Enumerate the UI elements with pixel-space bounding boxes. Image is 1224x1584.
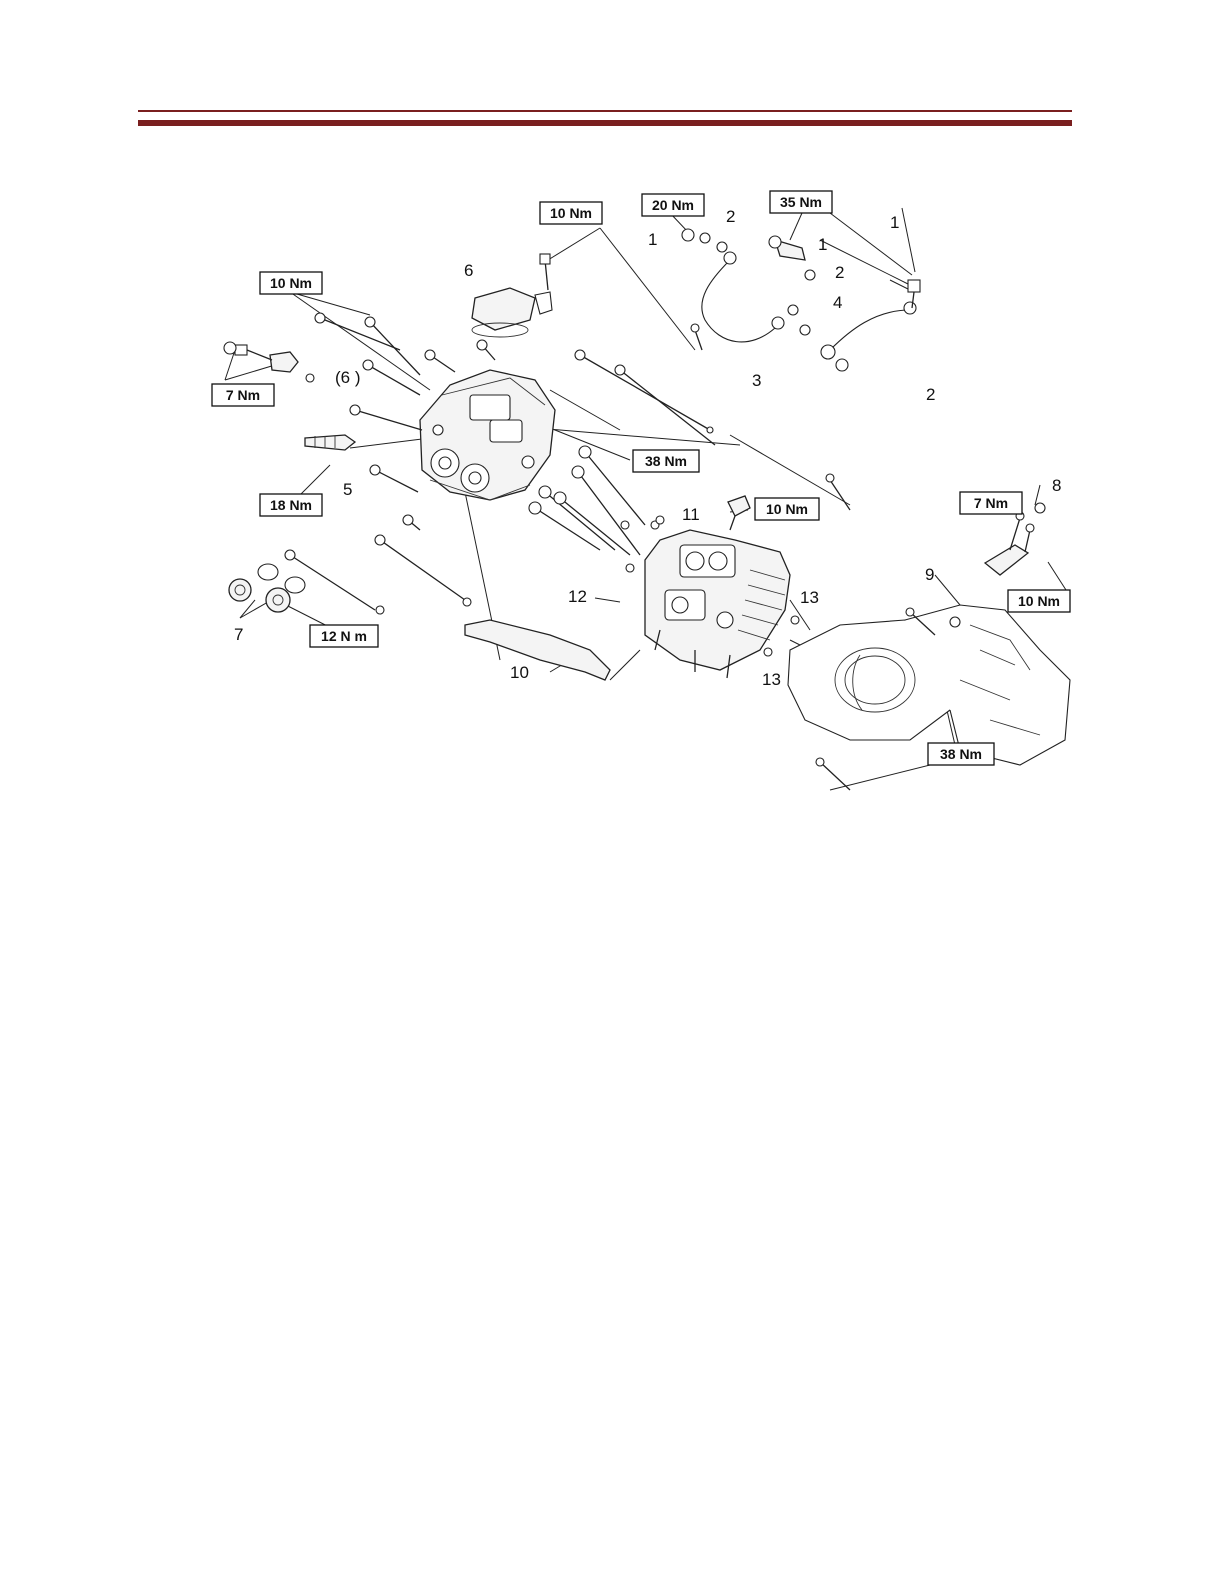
cylinder-block xyxy=(764,605,1070,790)
spark-plug xyxy=(305,435,355,450)
callout-13: 13 xyxy=(800,588,819,607)
torque-text: 7 Nm xyxy=(226,387,260,403)
header-rule-thin xyxy=(138,110,1072,112)
torque-text: 35 Nm xyxy=(780,194,822,210)
torque-label-7nm-left: 7 Nm xyxy=(212,384,274,406)
callout-6-paren: (6 ) xyxy=(335,368,361,387)
torque-text: 10 Nm xyxy=(766,501,808,517)
torque-text: 7 Nm xyxy=(974,495,1008,511)
callout-9: 9 xyxy=(925,565,934,584)
torque-label-10nm-mid: 10 Nm xyxy=(755,498,819,520)
callout-6: 6 xyxy=(464,261,473,280)
callout-1: 1 xyxy=(648,230,657,249)
torque-label-35nm: 35 Nm xyxy=(770,191,832,213)
callout-4: 4 xyxy=(833,293,842,312)
callout-13: 13 xyxy=(762,670,781,689)
torque-label-10nm-left: 10 Nm xyxy=(260,272,322,294)
callout-8: 8 xyxy=(1052,476,1061,495)
torque-text: 10 Nm xyxy=(550,205,592,221)
torque-label-18nm: 18 Nm xyxy=(260,494,322,516)
callout-2: 2 xyxy=(926,385,935,404)
oil-pipes xyxy=(682,229,920,371)
torque-text: 12 N m xyxy=(321,628,367,644)
torque-text: 38 Nm xyxy=(645,453,687,469)
temperature-sensor-front xyxy=(728,496,750,530)
torque-text: 10 Nm xyxy=(270,275,312,291)
torque-label-12nm: 12 N m xyxy=(310,625,378,647)
callout-1: 1 xyxy=(890,213,899,232)
inspection-plugs xyxy=(229,564,305,612)
callout-3: 3 xyxy=(752,371,761,390)
callout-2: 2 xyxy=(726,207,735,226)
torque-text: 20 Nm xyxy=(652,197,694,213)
callout-11: 11 xyxy=(682,505,700,524)
callout-2: 2 xyxy=(835,263,844,282)
callout-1: 1 xyxy=(818,235,827,254)
torque-label-38nm-bottom: 38 Nm xyxy=(928,743,994,765)
header-rule-thick xyxy=(138,120,1072,126)
callout-10: 10 xyxy=(510,663,529,682)
torque-text: 38 Nm xyxy=(940,746,982,762)
torque-text: 10 Nm xyxy=(1018,593,1060,609)
callout-12: 12 xyxy=(568,587,587,606)
torque-label-38nm-mid: 38 Nm xyxy=(633,450,699,472)
rear-cylinder-head xyxy=(420,370,555,500)
valve-cover-plate xyxy=(472,288,552,337)
torque-label-10nm-top: 10 Nm xyxy=(540,202,602,224)
torque-label-10nm-right: 10 Nm xyxy=(1008,590,1070,612)
torque-text: 18 Nm xyxy=(270,497,312,513)
callout-5: 5 xyxy=(343,480,352,499)
torque-label-7nm-right: 7 Nm xyxy=(960,492,1022,514)
torque-label-20nm: 20 Nm xyxy=(642,194,704,216)
callout-7: 7 xyxy=(234,625,243,644)
cylinder-head-exploded-diagram: 10 Nm 20 Nm 35 Nm 10 Nm 7 Nm 18 Nm 38 Nm xyxy=(190,180,1080,820)
chain-guide xyxy=(465,620,610,680)
